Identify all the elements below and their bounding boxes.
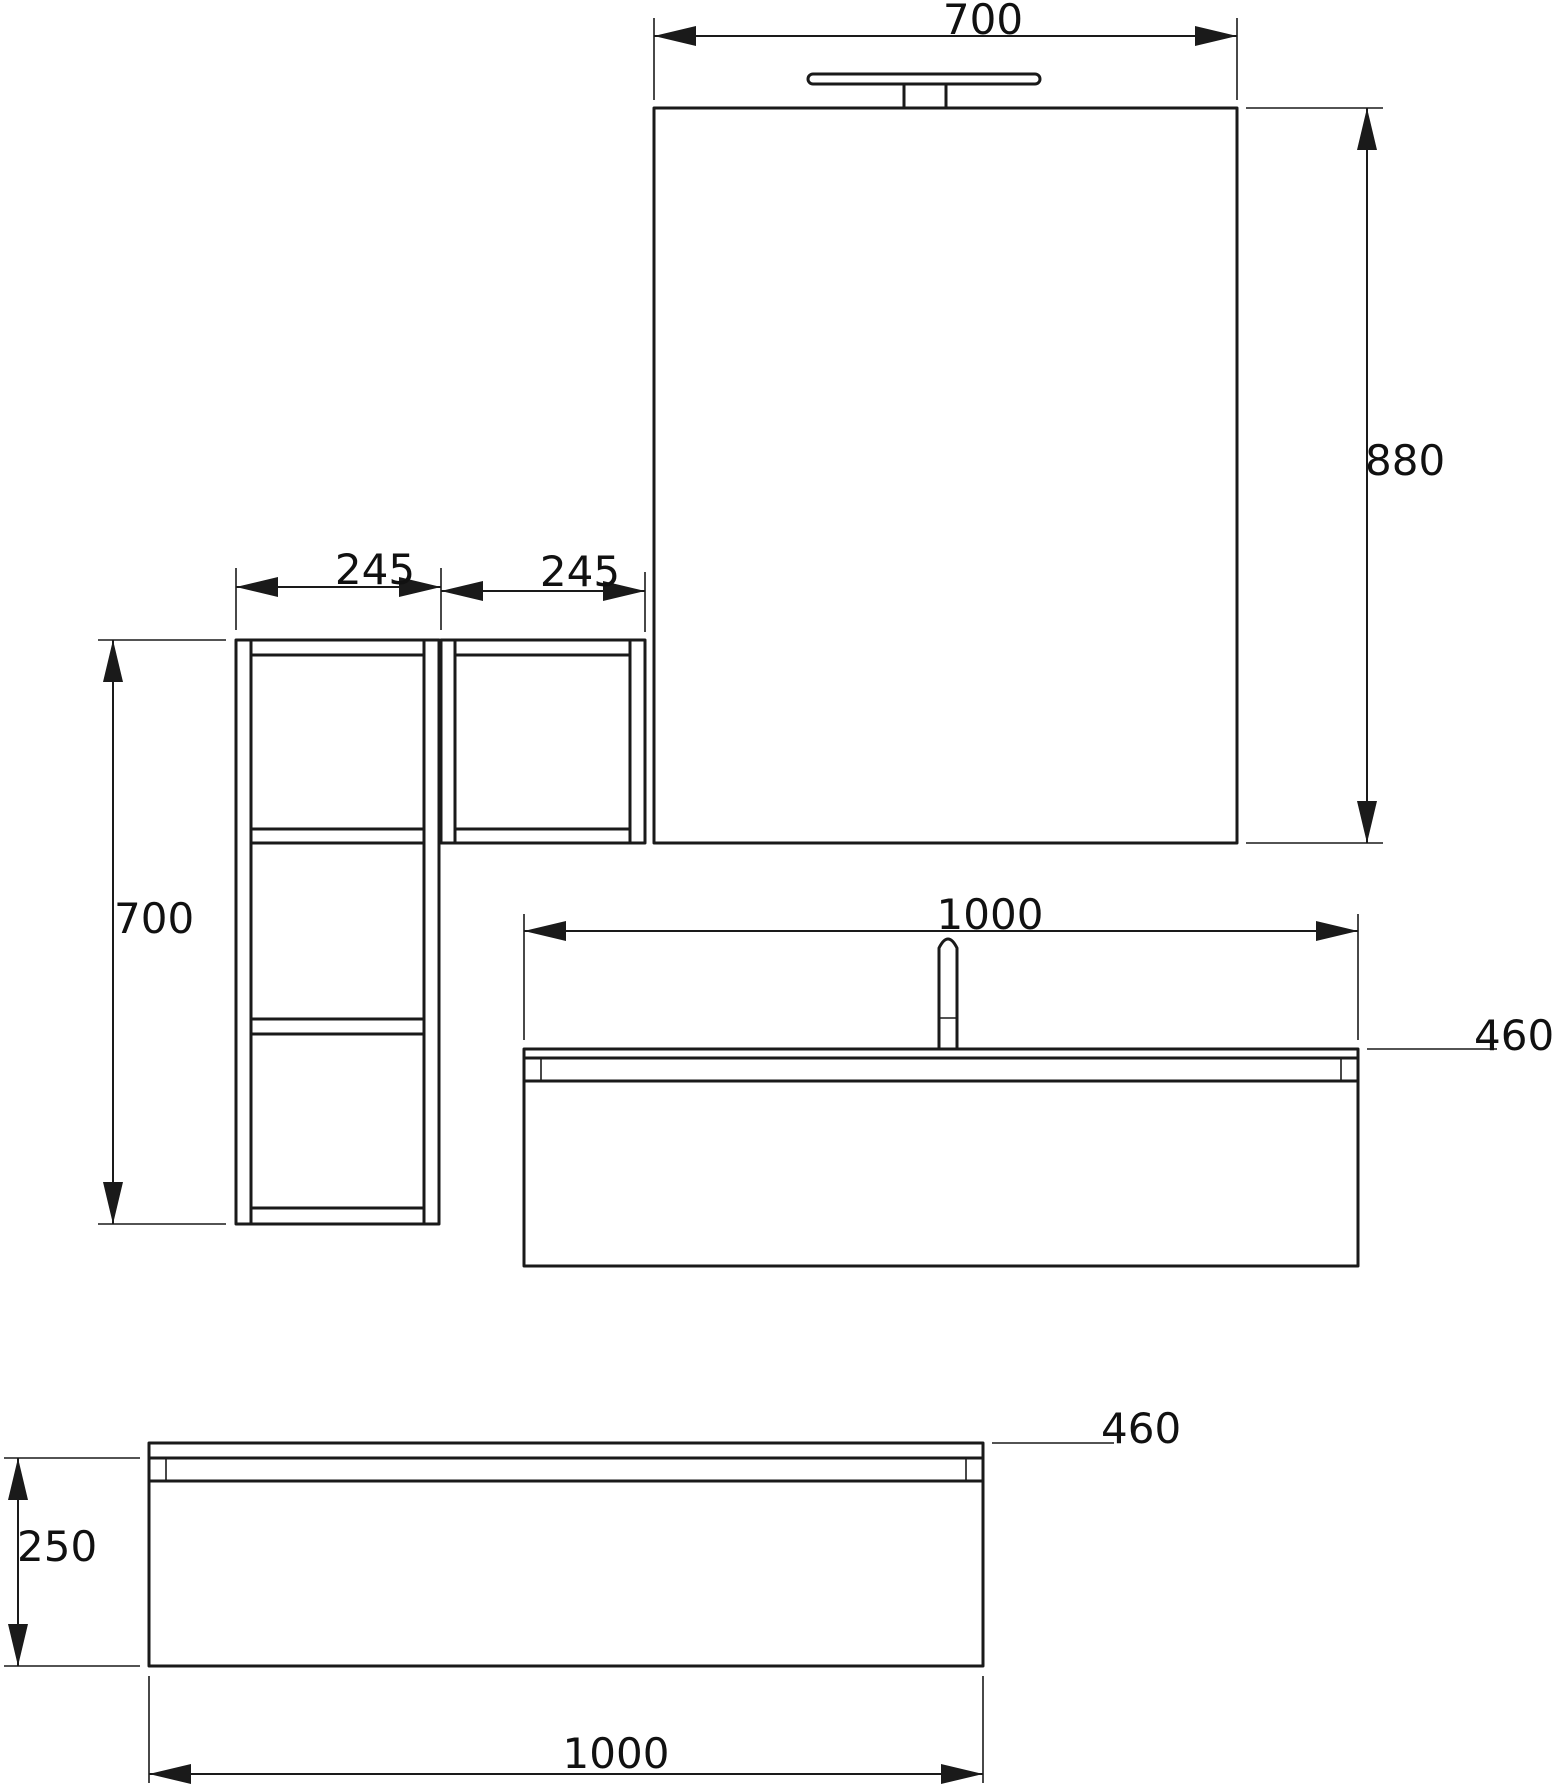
tall-shelf-column (234, 638, 441, 1226)
dimension-vanity-depth: 460 (1367, 1011, 1552, 1060)
dimension-vanity-width: 1000 (523, 890, 1359, 1040)
label-mirror-height: 880 (1365, 436, 1445, 485)
vanity-unit (522, 937, 1360, 1268)
short-shelf-column (439, 638, 647, 845)
dimension-shelf-left-width: 245 (235, 545, 442, 630)
label-base-depth: 460 (1101, 1404, 1181, 1453)
mirror-panel (652, 106, 1239, 845)
base-body (147, 1441, 985, 1668)
faucet (937, 937, 959, 1049)
mirror-cabinet (652, 72, 1239, 845)
label-mirror-width: 700 (943, 0, 1023, 44)
shelf-unit (234, 638, 647, 1226)
label-shelf-height: 700 (114, 894, 194, 943)
dimension-base-height: 250 (4, 1457, 140, 1667)
dimension-shelf-right-width: 245 (441, 547, 646, 632)
dimension-base-width: 1000 (148, 1676, 984, 1784)
vanity-body (522, 1047, 1360, 1268)
label-shelf-right-width: 245 (540, 547, 620, 596)
dimension-mirror-width: 700 (653, 0, 1238, 100)
dimension-mirror-height: 880 (1246, 107, 1445, 844)
label-shelf-left-width: 245 (335, 545, 415, 594)
label-vanity-width: 1000 (937, 890, 1044, 939)
label-base-width: 1000 (563, 1729, 670, 1778)
mirror-lamp (806, 72, 1042, 110)
label-base-height: 250 (17, 1522, 97, 1571)
dimension-base-depth: 460 (992, 1404, 1181, 1453)
label-vanity-depth: 460 (1474, 1011, 1552, 1060)
base-unit (147, 1441, 985, 1668)
dimension-shelf-height: 700 (98, 639, 226, 1225)
